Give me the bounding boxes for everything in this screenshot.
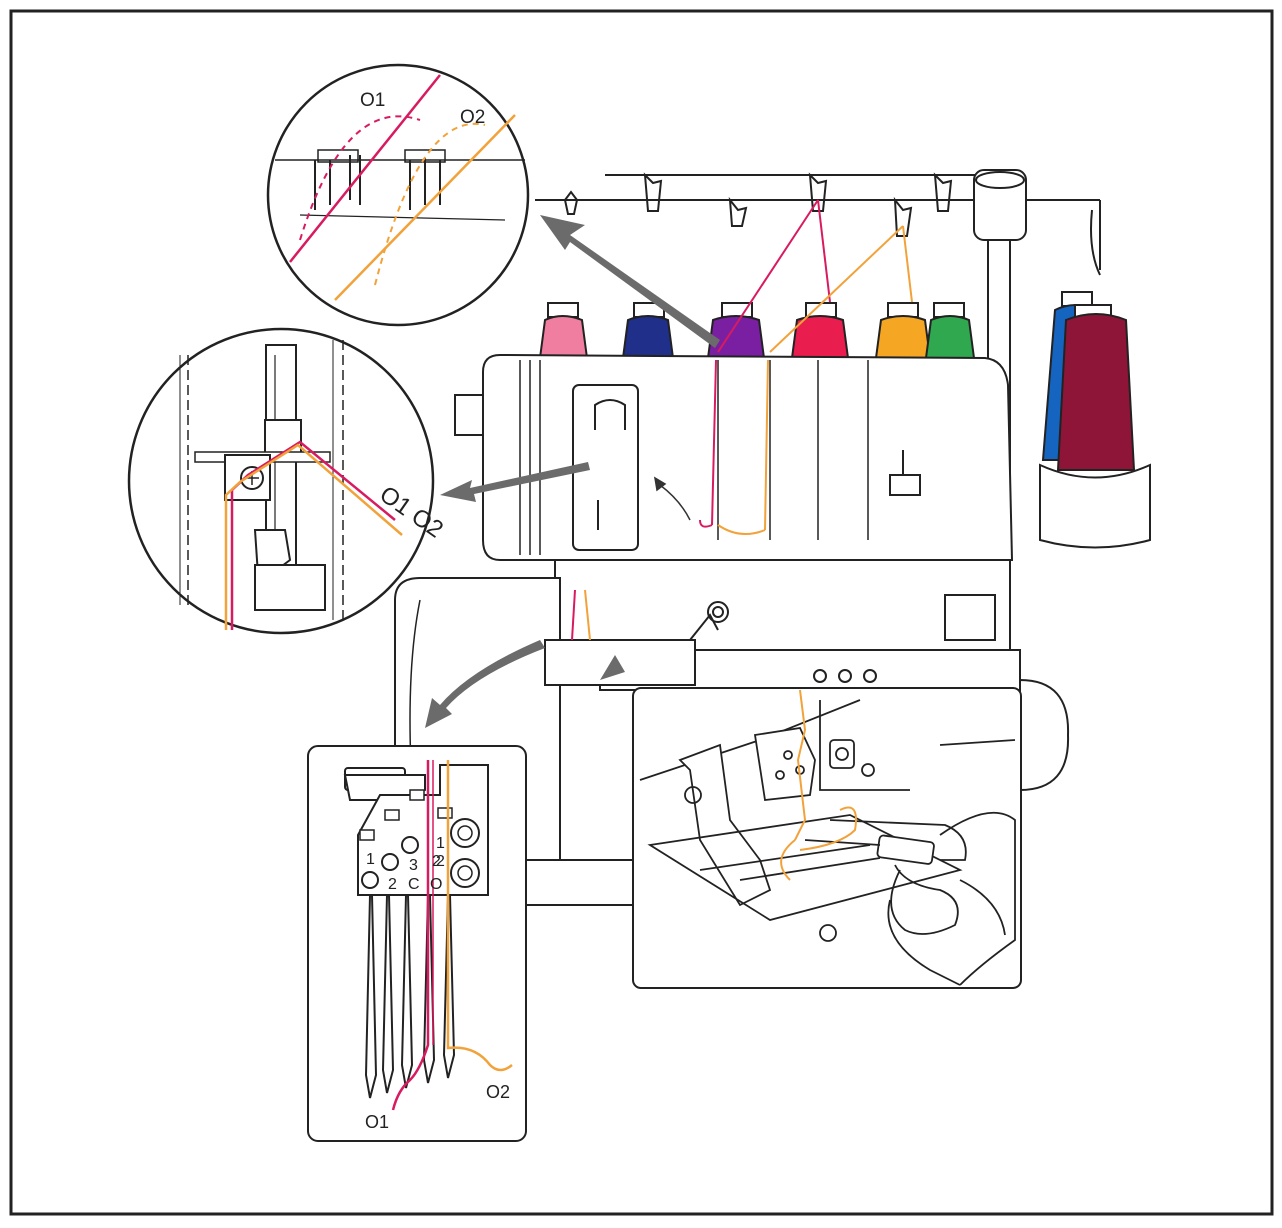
label-o1-needle: O1 [365,1112,389,1132]
needle-2 [381,894,395,1094]
needle-label-o: O [430,876,442,893]
needle-label-2: 2 [436,853,445,870]
arrow-to-photo [600,655,625,680]
callout-threading-detail [632,687,1022,989]
spool-red [790,302,850,359]
spool-pink [538,302,589,359]
needle-1 [364,894,378,1099]
small-arrows [653,476,691,521]
thread-guide-eyelet [933,172,953,212]
label-o2-top: O2 [460,107,485,128]
needle-3 [400,894,414,1089]
spool-purple [706,302,766,359]
spool-green [924,302,976,359]
spool-orange [874,302,932,359]
label-o1-top: O1 [360,90,385,111]
label-o2-needle: O2 [486,1082,510,1102]
needle-label-1b: 1 [366,851,375,868]
arrow-to-tension [440,462,590,502]
spool-maroon [1056,304,1136,471]
needle-label-1: 1 [436,835,445,852]
thread-guide-eyelet [563,190,579,215]
thread-guide-eyelet [893,196,913,237]
needle-label-2b: 2 [432,853,441,870]
thread-guide-eyelet [808,172,828,212]
arrow-to-needle-bar [425,640,545,728]
needle-label-3: 3 [409,857,418,874]
callout-arrows [425,215,720,728]
spool-navy [621,302,675,359]
spools [538,291,1151,549]
callout-needle-bar: 1 2 1 3 2 2 C O O1 O2 [307,745,527,1142]
thread-guide-eyelet [728,196,748,227]
needle-label-2c: 2 [388,876,397,893]
callout-top-thread-guide: O1 O2 [266,63,530,327]
needle-label-c: C [408,876,420,893]
thread-guide-eyelet [643,172,663,212]
thread-path-o1 [571,199,831,641]
thread-path-o2 [584,225,913,641]
arrow-to-top-guide [540,215,720,348]
callout-tension-guide: O1 O2 [127,327,448,635]
outer-frame [9,9,1274,1216]
